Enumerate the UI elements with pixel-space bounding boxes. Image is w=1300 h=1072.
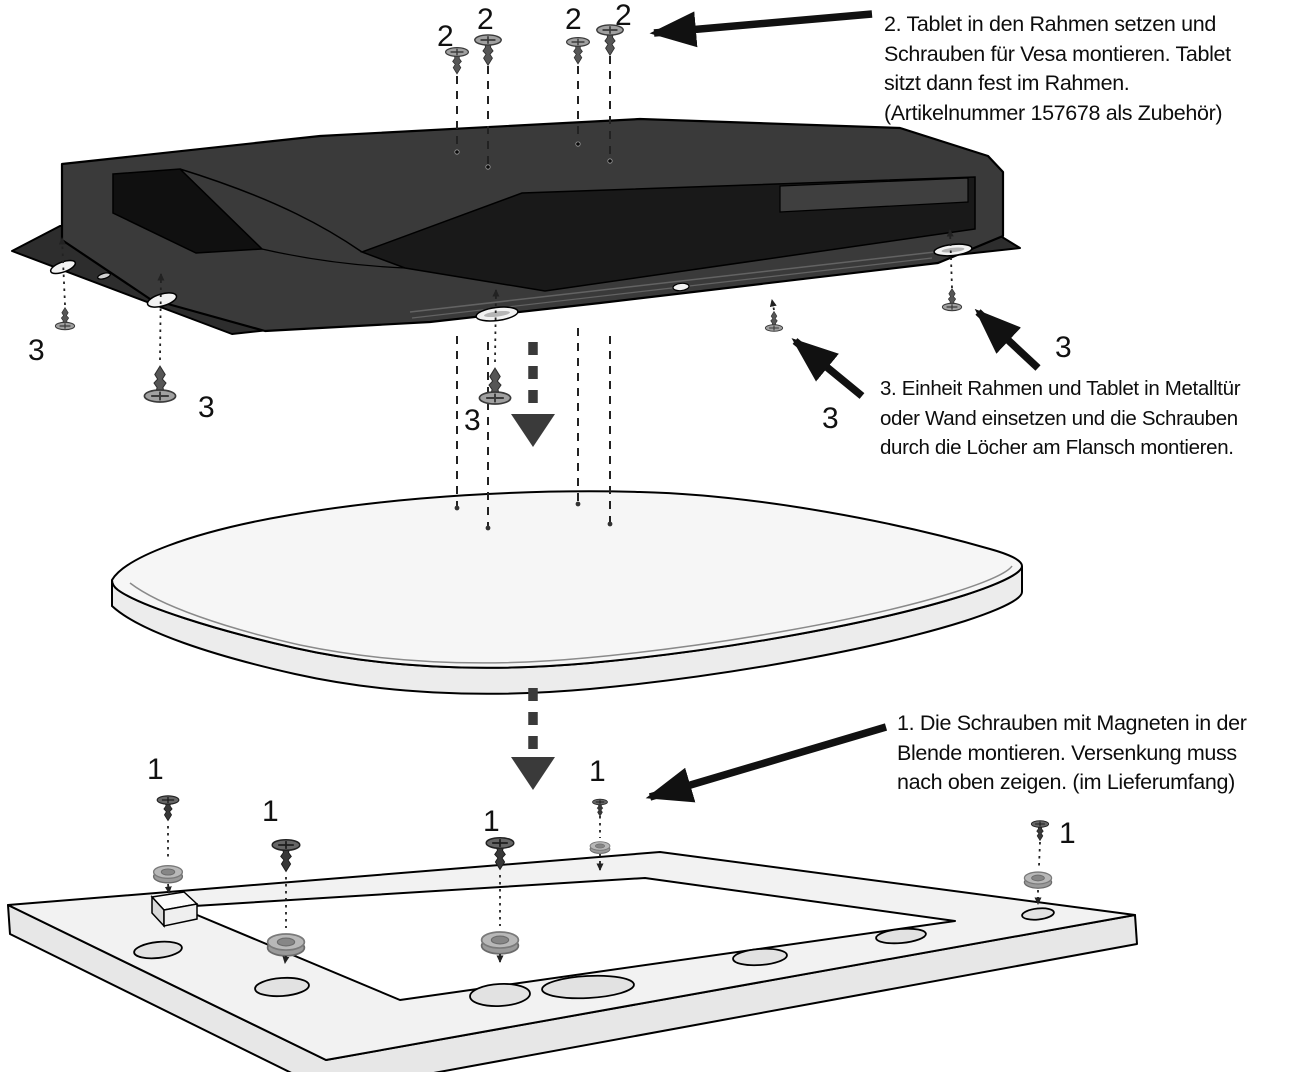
flange-screw-4 [764,310,784,332]
label-3: 3 [198,391,215,424]
label-2: 2 [437,20,454,53]
label-3: 3 [1055,331,1072,364]
vesa-screw-3 [565,36,591,65]
label-1: 1 [589,755,606,788]
label-2: 2 [565,3,582,36]
label-1: 1 [262,795,279,828]
step2-line-1: 2. Tablet in den Rahmen setzen und [884,12,1216,36]
assembly-arrow-upper [511,342,555,447]
step1-line-1: 1. Die Schrauben mit Magneten in der [897,711,1247,735]
step3-instructions: 3. Einheit Rahmen und Tablet in Metalltü… [880,374,1241,463]
vesa-screws [444,24,625,531]
step3-line-2: oder Wand einsetzen und die Schrauben [880,406,1238,430]
bezel-holes [133,907,1055,1007]
frame-front-face-line-1 [409,251,936,313]
step3-line-3: durch die Löcher am Flansch montieren. [880,436,1234,459]
flange-screw-2 [143,365,177,403]
tablet-rim-line [129,565,1013,664]
step1-line-2: Blende montieren. Versenkung muss [897,740,1237,765]
label-3: 3 [822,402,839,435]
frame-handle-notch [112,168,264,254]
step3-pointer-arrow-left [791,338,865,399]
step1-instructions: 1. Die Schrauben mit Magneten in der Ble… [897,709,1247,798]
vesa-screw-2 [473,34,503,67]
label-3: 3 [28,334,45,367]
bezel-corner-block [150,891,199,928]
flange-screw-5 [941,288,963,312]
mounting-frame [11,117,1021,335]
magnet-set-3 [480,836,520,963]
label-1: 1 [147,753,164,786]
label-2: 2 [615,0,632,32]
number-labels: 2 2 2 2 3 3 3 3 3 1 1 1 1 1 [28,0,1076,850]
magnet-set-5 [1023,820,1053,905]
label-1: 1 [1059,817,1076,850]
flange-holes [49,243,973,322]
assembly-arrow-lower [511,688,555,790]
step2-line-3: sitzt dann fest im Rahmen. [884,71,1130,95]
flange-screw-3 [478,367,512,405]
step2-line-2: Schrauben für Vesa montieren. Tablet [884,41,1231,66]
label-2: 2 [477,3,494,36]
step2-line-4: (Artikelnummer 157678 als Zubehör) [884,100,1223,125]
vesa-guide-lines [454,56,613,531]
flange-screws [54,229,963,405]
step3-line-1: 3. Einheit Rahmen und Tablet in Metalltü… [880,377,1241,400]
magnet-set-2 [266,838,306,964]
step2-pointer-arrow [649,10,873,48]
frame-cavity-back-wall [779,177,969,213]
frame-crease-top [179,168,363,253]
frame-crease-front [261,248,406,269]
bezel-top-face [7,851,1136,1061]
tablet-top-face [110,490,1024,669]
label-3: 3 [464,404,481,437]
magnet-set-4 [589,798,611,871]
magnet-screw-sets [152,795,1053,964]
label-1: 1 [483,805,500,838]
step3-pointer-arrow-right [974,308,1041,371]
bezel-frame [7,851,1138,1072]
step1-pointer-arrow [645,723,888,803]
step2-instructions: 2. Tablet in den Rahmen setzen und Schra… [884,10,1231,128]
tablet [110,490,1024,695]
pointer-arrows [645,10,1041,803]
flange-screw-1 [54,307,76,331]
step1-line-3: nach oben zeigen. (im Lieferumfang) [897,770,1235,794]
magnet-set-1 [152,795,184,894]
